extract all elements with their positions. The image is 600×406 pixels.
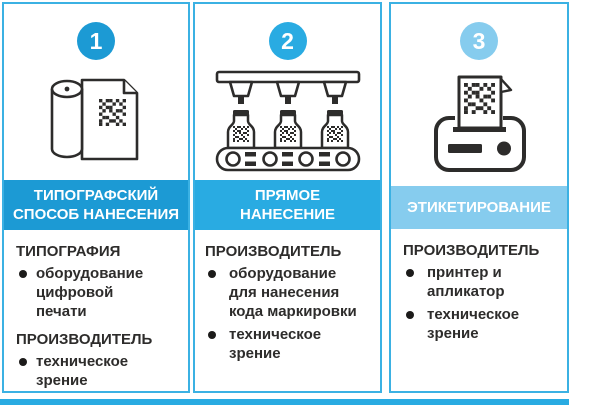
panel-3-details: ПРОИЗВОДИТЕЛЬ принтер и апликатор технич… (391, 229, 567, 391)
bullet-item: оборудование для нанесения кода маркиров… (205, 264, 374, 321)
panel-1-details: ТИПОГРАФИЯ оборудование цифровой печати … (4, 230, 188, 394)
step-1-badge: 1 (77, 22, 115, 60)
section-manufacturer: ПРОИЗВОДИТЕЛЬ оборудование для нанесения… (205, 242, 374, 363)
bottom-accent-bar (0, 399, 569, 405)
section-heading: ПРОИЗВОДИТЕЛЬ (205, 243, 342, 260)
step-3-badge: 3 (460, 22, 498, 60)
label-printer-icon (391, 60, 567, 186)
paper-roll-icon (4, 60, 188, 180)
panel-3-title: ЭТИКЕТИРОВАНИЕ (391, 186, 567, 229)
step-2-badge: 2 (268, 22, 307, 60)
conveyor-bottles-icon (195, 60, 380, 180)
panel-typographic-method: 1 ТИПОГРА (2, 2, 190, 393)
section-heading: ТИПОГРАФИЯ (16, 243, 121, 260)
section-heading: ПРОИЗВОДИТЕЛЬ (16, 331, 153, 348)
panel-2-details: ПРОИЗВОДИТЕЛЬ оборудование для нанесения… (195, 230, 380, 391)
panel-1-top: 1 (4, 4, 188, 180)
panel-3-top: 3 (391, 4, 567, 186)
panel-labeling: 3 ЭТИКЕТИРОВАНИЕ (389, 2, 569, 393)
section-manufacturer: ПРОИЗВОДИТЕЛЬ техническое зрение (16, 330, 182, 390)
panels-row: 1 ТИПОГРА (2, 2, 569, 393)
bullet-item: оборудование цифровой печати (16, 264, 182, 321)
section-heading: ПРОИЗВОДИТЕЛЬ (403, 242, 540, 259)
panel-2-title: ПРЯМОЕ НАНЕСЕНИЕ (195, 180, 380, 230)
panel-1-title: ТИПОГРАФСКИЙ СПОСОБ НАНЕСЕНИЯ (4, 180, 188, 230)
bullet-item: принтер и апликатор (403, 263, 561, 301)
bullet-item: техническое зрение (16, 352, 182, 390)
section-typography: ТИПОГРАФИЯ оборудование цифровой печати (16, 242, 182, 321)
bullet-item: техническое зрение (205, 325, 374, 363)
bullet-item: техническое зрение (403, 305, 561, 343)
section-manufacturer: ПРОИЗВОДИТЕЛЬ принтер и апликатор технич… (403, 241, 561, 343)
panel-2-top: 2 (195, 4, 380, 180)
panel-direct-marking: 2 (193, 2, 382, 393)
